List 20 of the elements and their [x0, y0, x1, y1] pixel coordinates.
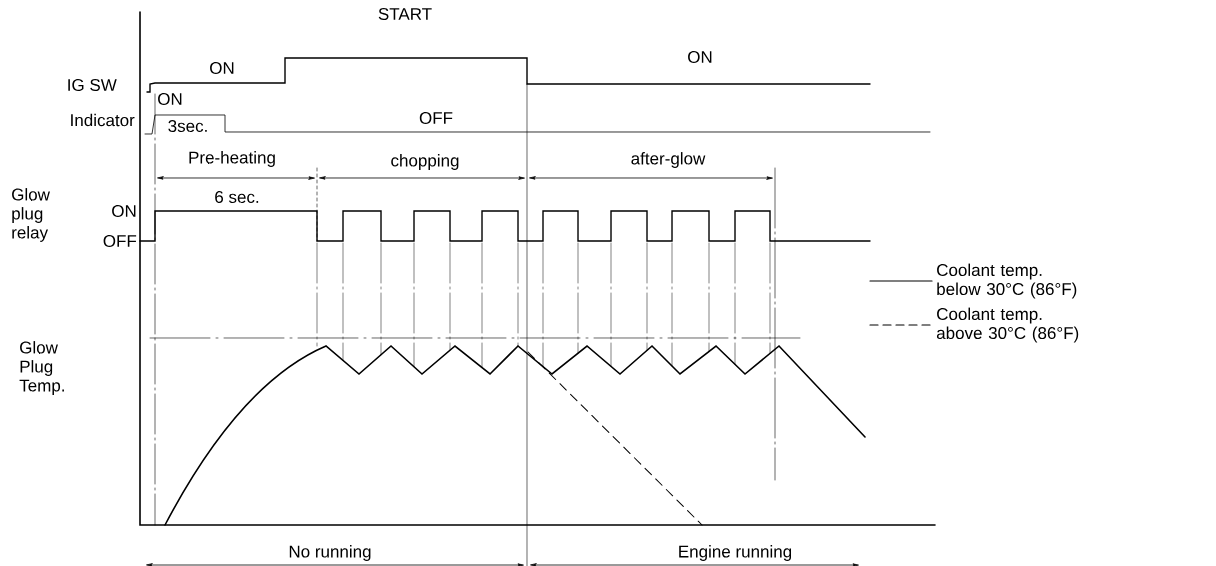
legend-text: Coolant temp. below 30°C (86°F) [937, 263, 1077, 299]
signal-label: START [378, 8, 432, 20]
signal-label: No running [289, 545, 371, 561]
signal-label: Pre-heating [189, 151, 275, 167]
signal-label: OFF [103, 235, 137, 247]
signal-label: Indicator [71, 113, 135, 127]
signal-label: ON [210, 62, 234, 74]
signal-label: chopping [391, 154, 459, 170]
signal-label: after-glow [631, 152, 706, 168]
signal-label: 6 sec. [215, 191, 259, 203]
signal-label: ON [688, 51, 712, 63]
signal-label: Glow plug relay [12, 188, 50, 242]
signal-label: Glow Plug Temp. [19, 341, 64, 395]
signal-label: OFF [419, 112, 453, 124]
signal-label: ON [158, 93, 182, 105]
signal-label: Engine running [679, 545, 792, 561]
signal-label: IG SW [68, 79, 117, 91]
legend-text: Coolant temp. above 30°C (86°F) [936, 307, 1079, 343]
signal-label: ON [112, 205, 136, 217]
signal-label: 3sec. [168, 120, 207, 132]
